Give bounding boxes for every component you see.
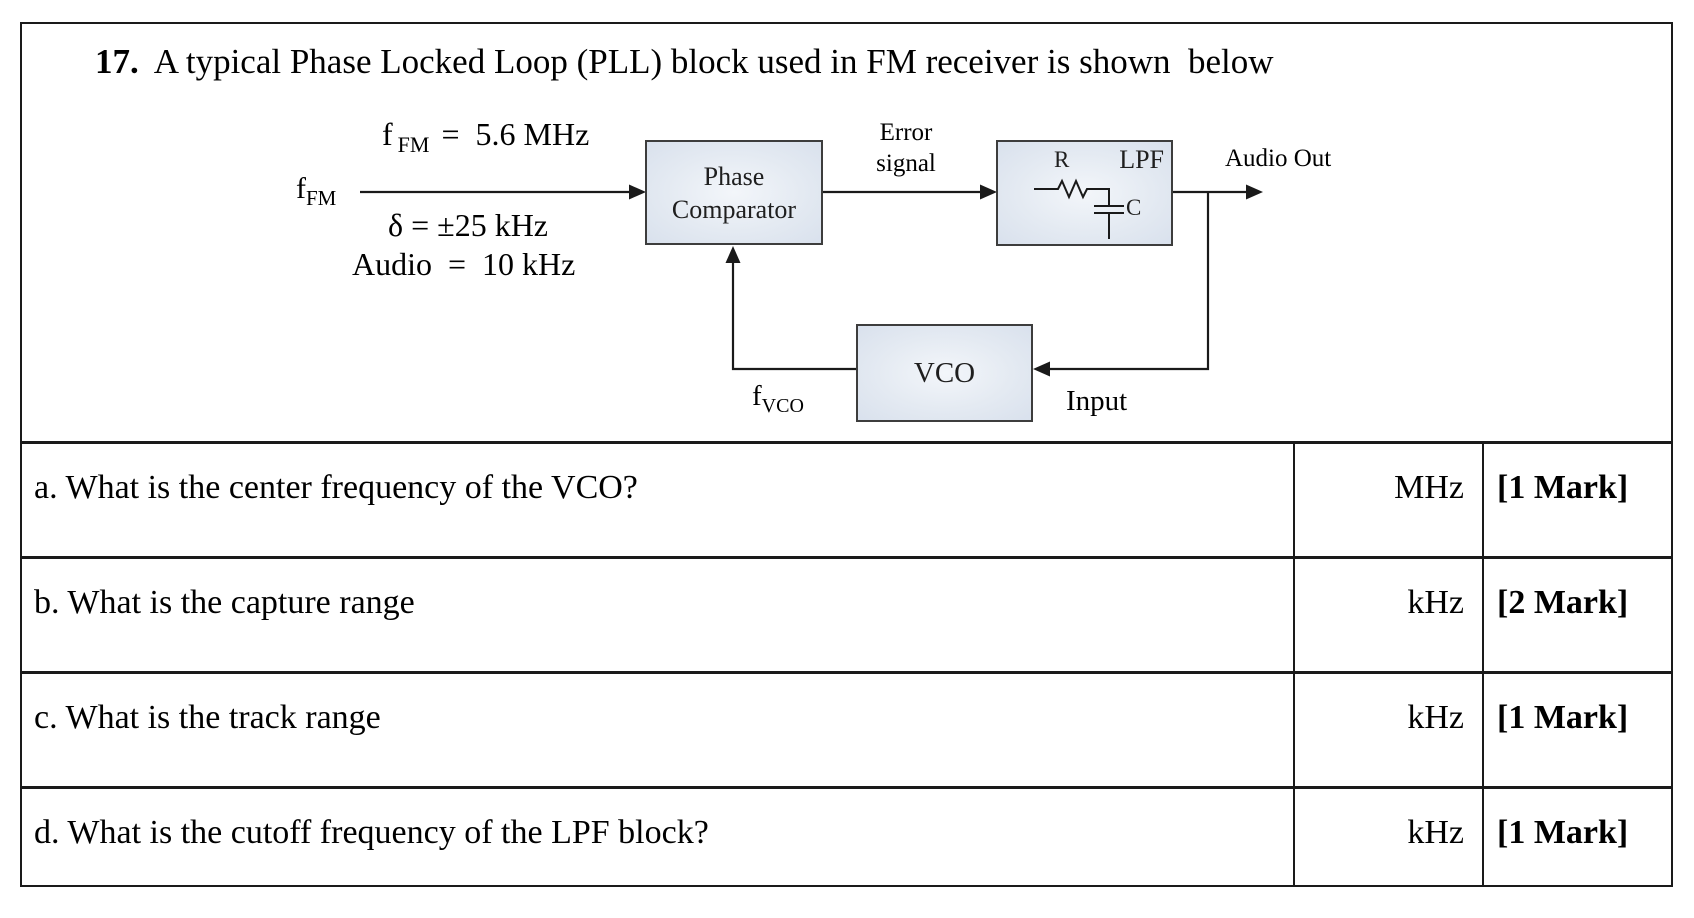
vco-label: VCO [913, 356, 976, 389]
question-cell: a. What is the center frequency of the V… [34, 469, 638, 506]
deviation-annotation: δ = ±25 kHz [388, 207, 548, 243]
feedback-up-arrowhead [725, 246, 741, 263]
question-number: 17. [95, 42, 139, 81]
worksheet-frame [20, 22, 1673, 887]
marks-cell: [1 Mark] [1482, 674, 1673, 786]
phase-comparator-label-line1: Phase [703, 161, 765, 191]
question-cell: d. What is the cutoff frequency of the L… [34, 814, 709, 851]
unit-cell: kHz [1293, 559, 1482, 671]
carrier-value: = 5.6 MHz [441, 116, 590, 152]
table-row: d. What is the cutoff frequency of the L… [20, 786, 1673, 887]
unit-cell: kHz [1293, 789, 1482, 887]
question-cell: c. What is the track range [34, 699, 381, 736]
marks-cell: [2 Mark] [1482, 559, 1673, 671]
vco-input-arrowhead [1033, 361, 1050, 377]
vco-output-subscript: VCO [761, 394, 804, 417]
fm-input-base: f [296, 172, 306, 205]
vco-input-label: Input [1066, 385, 1128, 417]
lpf-block: R LPF C [996, 140, 1173, 246]
audio-out-label: Audio Out [1225, 145, 1332, 172]
resistor-wire [1034, 178, 1110, 206]
lpf-label: LPF [1119, 145, 1164, 174]
audio-out-arrowhead [1246, 184, 1263, 200]
vco-feedback-line [731, 261, 856, 371]
phase-comparator-label-line2: Comparator [671, 194, 797, 224]
rc-circuit-drawing [1034, 178, 1124, 239]
vco-output-label: fVCO [752, 380, 804, 416]
question-title-text: A typical Phase Locked Loop (PLL) block … [153, 42, 1274, 81]
vco-output-base: f [752, 380, 762, 412]
error-signal-label: Error signal [845, 117, 967, 179]
table-row: a. What is the center frequency of the V… [20, 441, 1673, 556]
carrier-subscript: FM [397, 132, 430, 158]
feedback-branch-line [1047, 192, 1210, 371]
question-title: 17. A typical Phase Locked Loop (PLL) blo… [95, 42, 1274, 82]
audio-annotation: Audio = 10 kHz [352, 246, 576, 282]
table-row: b. What is the capture range kHz [2 Mark… [20, 556, 1673, 671]
error-signal-line2: signal [876, 150, 936, 177]
fm-input-label: fFM [296, 172, 336, 209]
fm-input-subscript: FM [306, 186, 337, 210]
vco-block: VCO [856, 324, 1033, 422]
error-signal-arrowhead [980, 184, 997, 200]
phase-comparator-block: Phase Comparator [645, 140, 823, 245]
fm-input-arrowhead [629, 184, 646, 200]
unit-cell: MHz [1293, 444, 1482, 556]
error-signal-line1: Error [879, 119, 933, 146]
table-row: c. What is the track range kHz [1 Mark] [20, 671, 1673, 786]
resistor-label: R [1054, 147, 1070, 172]
marks-cell: [1 Mark] [1482, 789, 1673, 887]
question-table: a. What is the center frequency of the V… [20, 441, 1673, 887]
unit-cell: kHz [1293, 674, 1482, 786]
question-cell: b. What is the capture range [34, 584, 415, 621]
marks-cell: [1 Mark] [1482, 444, 1673, 556]
carrier-base: f [382, 116, 393, 152]
capacitor-label: C [1126, 195, 1142, 220]
